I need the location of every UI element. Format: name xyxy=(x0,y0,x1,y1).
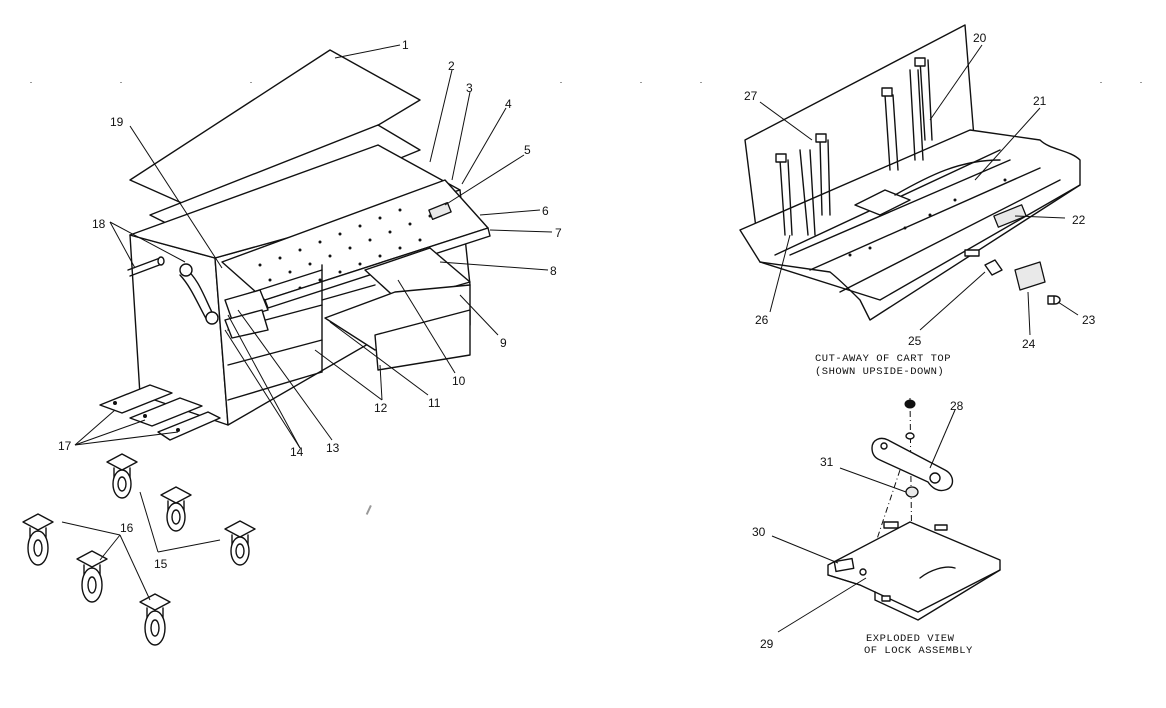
casters xyxy=(22,453,256,646)
callout-15: 15 xyxy=(154,557,168,571)
callout-9: 9 xyxy=(500,336,507,350)
callout-19: 19 xyxy=(110,115,124,129)
callout-22: 22 xyxy=(1072,213,1086,227)
callout-3: 3 xyxy=(466,81,473,95)
lock-cylinder xyxy=(1014,261,1046,291)
callout-14: 14 xyxy=(290,445,304,459)
tray-holes xyxy=(258,208,432,290)
leader-lines-cutaway xyxy=(759,44,1079,336)
captions: CUT-AWAY OF CART TOP (SHOWN UPSIDE-DOWN)… xyxy=(815,353,973,657)
cart-top-cutaway xyxy=(739,24,1081,321)
callout-16: 16 xyxy=(120,521,134,535)
callout-11: 11 xyxy=(428,396,441,410)
lock-caption-line2: OF LOCK ASSEMBLY xyxy=(864,645,973,657)
callout-labels: 1 2 3 4 5 6 7 8 9 10 11 12 13 14 15 16 1… xyxy=(58,31,1096,651)
tool-cart xyxy=(127,49,491,426)
leader-lines-lock xyxy=(771,409,956,633)
callout-23: 23 xyxy=(1082,313,1096,327)
callout-18: 18 xyxy=(92,217,106,231)
callout-2: 2 xyxy=(448,59,455,73)
callout-7: 7 xyxy=(555,226,562,240)
cart-top-caption-line2: (SHOWN UPSIDE-DOWN) xyxy=(815,366,944,378)
cart-top-edge xyxy=(129,144,461,259)
callout-12: 12 xyxy=(374,401,388,415)
callout-27: 27 xyxy=(744,89,758,103)
callout-25: 25 xyxy=(908,334,922,348)
lock-assembly xyxy=(827,397,1001,621)
callout-28: 28 xyxy=(950,399,964,413)
leader-lines-cart xyxy=(61,44,553,601)
callout-24: 24 xyxy=(1022,337,1036,351)
callout-17: 17 xyxy=(58,439,72,453)
callout-13: 13 xyxy=(326,441,340,455)
callout-29: 29 xyxy=(760,637,774,651)
callout-31: 31 xyxy=(820,455,834,469)
scan-marks xyxy=(30,82,1142,515)
callout-6: 6 xyxy=(542,204,549,218)
callout-5: 5 xyxy=(524,143,531,157)
callout-8: 8 xyxy=(550,264,557,278)
lock-cam-plate xyxy=(871,437,954,492)
callout-26: 26 xyxy=(755,313,769,327)
callout-4: 4 xyxy=(505,97,512,111)
cart-top-caption-line1: CUT-AWAY OF CART TOP xyxy=(815,353,951,365)
callout-20: 20 xyxy=(973,31,987,45)
callout-21: 21 xyxy=(1033,94,1047,108)
callout-10: 10 xyxy=(452,374,466,388)
callout-1: 1 xyxy=(402,38,409,52)
callout-30: 30 xyxy=(752,525,766,539)
drawer-right-box xyxy=(374,309,471,371)
lock-caption-line1: EXPLODED VIEW xyxy=(866,633,955,645)
